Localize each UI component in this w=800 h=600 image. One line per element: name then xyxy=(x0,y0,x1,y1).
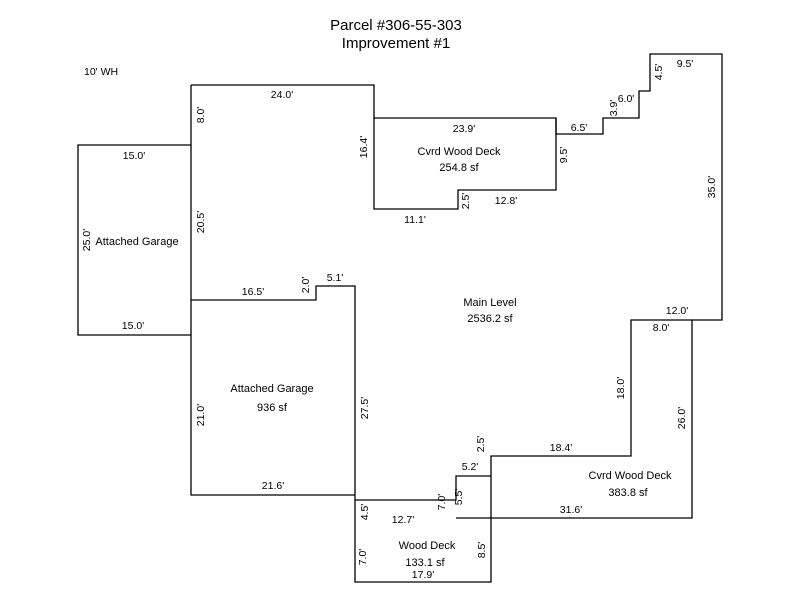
right-deck-size: 383.8 sf xyxy=(608,487,648,499)
lower-garage-size: 936 sf xyxy=(257,402,288,414)
dim-25-0: 25.0' xyxy=(81,229,93,251)
dim-4-5-bottom: 4.5' xyxy=(359,504,371,521)
improvement-title: Improvement #1 xyxy=(342,35,450,52)
dim-20-5: 20.5' xyxy=(195,211,207,233)
dim-17-9: 17.9' xyxy=(412,569,434,581)
dim-6-5: 6.5' xyxy=(571,122,588,134)
dim-4-5-top: 4.5' xyxy=(653,64,665,81)
dim-3-9: 3.9' xyxy=(608,100,620,117)
bottom-deck-label: Wood Deck xyxy=(399,540,456,552)
dim-26-0: 26.0' xyxy=(676,407,688,429)
dim-9-5-left: 9.5' xyxy=(558,147,570,164)
dim-21-6: 21.6' xyxy=(262,480,284,492)
dim-31-6: 31.6' xyxy=(560,504,582,516)
right-deck-label: Cvrd Wood Deck xyxy=(589,470,672,482)
dim-5-1: 5.1' xyxy=(327,272,344,284)
upper-deck-outline xyxy=(373,118,557,210)
dim-15-0-bottom: 15.0' xyxy=(122,320,144,332)
dim-16-5: 16.5' xyxy=(242,286,264,298)
dim-12-7: 12.7' xyxy=(392,514,414,526)
dim-35-0: 35.0' xyxy=(706,176,718,198)
dim-7-0-step: 7.0' xyxy=(436,494,448,511)
dim-24-0: 24.0' xyxy=(271,89,293,101)
dim-21-0: 21.0' xyxy=(195,404,207,426)
right-deck-outline xyxy=(490,319,692,476)
dim-15-0-top: 15.0' xyxy=(123,150,145,162)
dim-2-0: 2.0' xyxy=(300,277,312,294)
dim-5-5: 5.5' xyxy=(453,489,465,506)
dim-27-5: 27.5' xyxy=(359,397,371,419)
dim-8-0-right: 8.0' xyxy=(653,322,670,334)
lower-garage-label: Attached Garage xyxy=(230,383,313,395)
wall-height-label: 10' WH xyxy=(84,66,118,78)
dim-6-0: 6.0' xyxy=(618,93,635,105)
bottom-deck-size: 133.1 sf xyxy=(405,557,445,569)
dim-12-8: 12.8' xyxy=(495,195,517,207)
upper-deck-label: Cvrd Wood Deck xyxy=(418,146,501,158)
dim-7-0-deck: 7.0' xyxy=(357,549,369,566)
upper-garage-outline xyxy=(77,144,191,336)
dim-2-5-deck: 2.5' xyxy=(460,193,472,210)
bottom-deck-outline xyxy=(354,500,492,583)
dim-2-5-step: 2.5' xyxy=(475,436,487,453)
dim-12-0: 12.0' xyxy=(666,305,688,317)
dim-9-5-top: 9.5' xyxy=(677,58,694,70)
dim-18-0: 18.0' xyxy=(615,377,627,399)
dim-8-5: 8.5' xyxy=(476,542,488,559)
main-level-size: 2536.2 sf xyxy=(467,313,513,325)
dim-5-2: 5.2' xyxy=(462,461,479,473)
dim-18-4: 18.4' xyxy=(550,442,572,454)
upper-deck-size: 254.8 sf xyxy=(439,162,479,174)
main-level-label: Main Level xyxy=(463,297,516,309)
dim-11-1: 11.1' xyxy=(404,214,426,226)
dim-8-0: 8.0' xyxy=(195,107,207,124)
upper-garage-label: Attached Garage xyxy=(95,236,178,248)
dim-23-9: 23.9' xyxy=(453,123,475,135)
lower-garage-outline xyxy=(190,300,355,496)
parcel-title: Parcel #306-55-303 xyxy=(330,17,462,34)
dim-16-4: 16.4' xyxy=(358,136,370,158)
